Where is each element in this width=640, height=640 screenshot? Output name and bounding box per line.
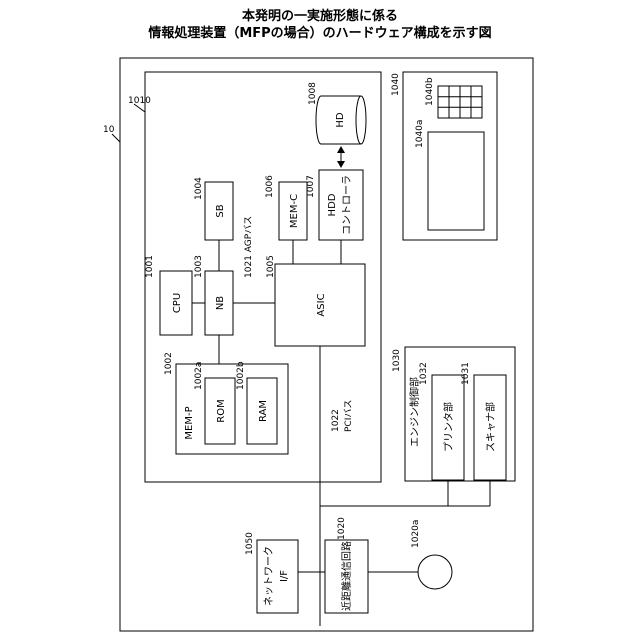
scanner-label: スキャナ部 bbox=[484, 402, 497, 452]
leader-device bbox=[112, 134, 120, 142]
ref-controller: 1010 bbox=[128, 96, 151, 106]
ref-nb: 1003 bbox=[194, 255, 204, 278]
nfc-label: 近距離通信回路 bbox=[340, 541, 353, 611]
hdd-label-line1: HDD bbox=[327, 193, 338, 216]
hdd-controller-box bbox=[319, 170, 363, 240]
ref-sb: 1004 bbox=[194, 177, 204, 200]
ref-ram: 1002b bbox=[236, 361, 246, 390]
arrow-down-head bbox=[337, 161, 345, 168]
ref-keys: 1040b bbox=[425, 77, 435, 106]
asic-label: ASIC bbox=[316, 293, 327, 316]
ref-mem-c: 1006 bbox=[265, 175, 275, 198]
ref-rom: 1002a bbox=[194, 362, 204, 390]
ref-asic: 1005 bbox=[266, 255, 276, 278]
network-label-line1: ネットワーク bbox=[263, 546, 275, 606]
ref-network-if: 1050 bbox=[245, 532, 255, 555]
ref-pci-bus: 1022 bbox=[331, 409, 341, 432]
sb-label: SB bbox=[215, 204, 226, 217]
network-label-line2: I/F bbox=[279, 570, 290, 582]
keypad-icon bbox=[438, 86, 482, 118]
hd-label: HD bbox=[335, 112, 346, 128]
hdd-label-line2: コントローラ bbox=[341, 175, 353, 235]
ref-antenna: 1020a bbox=[411, 520, 421, 548]
ref-device: 10 bbox=[103, 125, 115, 135]
pci-bus-label: PCIバス bbox=[343, 400, 354, 432]
ref-printer: 1032 bbox=[419, 362, 429, 385]
rom-label: ROM bbox=[216, 399, 227, 422]
ref-hdd-controller: 1007 bbox=[306, 175, 316, 198]
nb-label: NB bbox=[215, 296, 226, 310]
ref-nfc: 1020 bbox=[337, 517, 347, 540]
ram-label: RAM bbox=[258, 400, 269, 422]
arrow-up-head bbox=[337, 146, 345, 153]
display-box bbox=[428, 132, 484, 230]
ref-hd: 1008 bbox=[308, 82, 318, 105]
ref-mem-p: 1002 bbox=[164, 352, 174, 375]
agp-bus-label: 1021 AGPバス bbox=[243, 216, 254, 278]
mem-p-label: MEM-P bbox=[184, 406, 195, 439]
ref-display: 1040a bbox=[415, 120, 425, 148]
printer-label: プリンタ部 bbox=[442, 402, 455, 452]
ref-engine: 1030 bbox=[392, 349, 402, 372]
antenna-icon bbox=[418, 555, 452, 589]
ref-scanner: 1031 bbox=[461, 362, 471, 385]
ref-cpu: 1001 bbox=[145, 255, 155, 278]
ref-operation-panel: 1040 bbox=[391, 73, 401, 96]
mem-c-label: MEM-C bbox=[289, 194, 300, 228]
cpu-label: CPU bbox=[172, 293, 183, 313]
engine-label: エンジン制御部 bbox=[408, 377, 421, 447]
